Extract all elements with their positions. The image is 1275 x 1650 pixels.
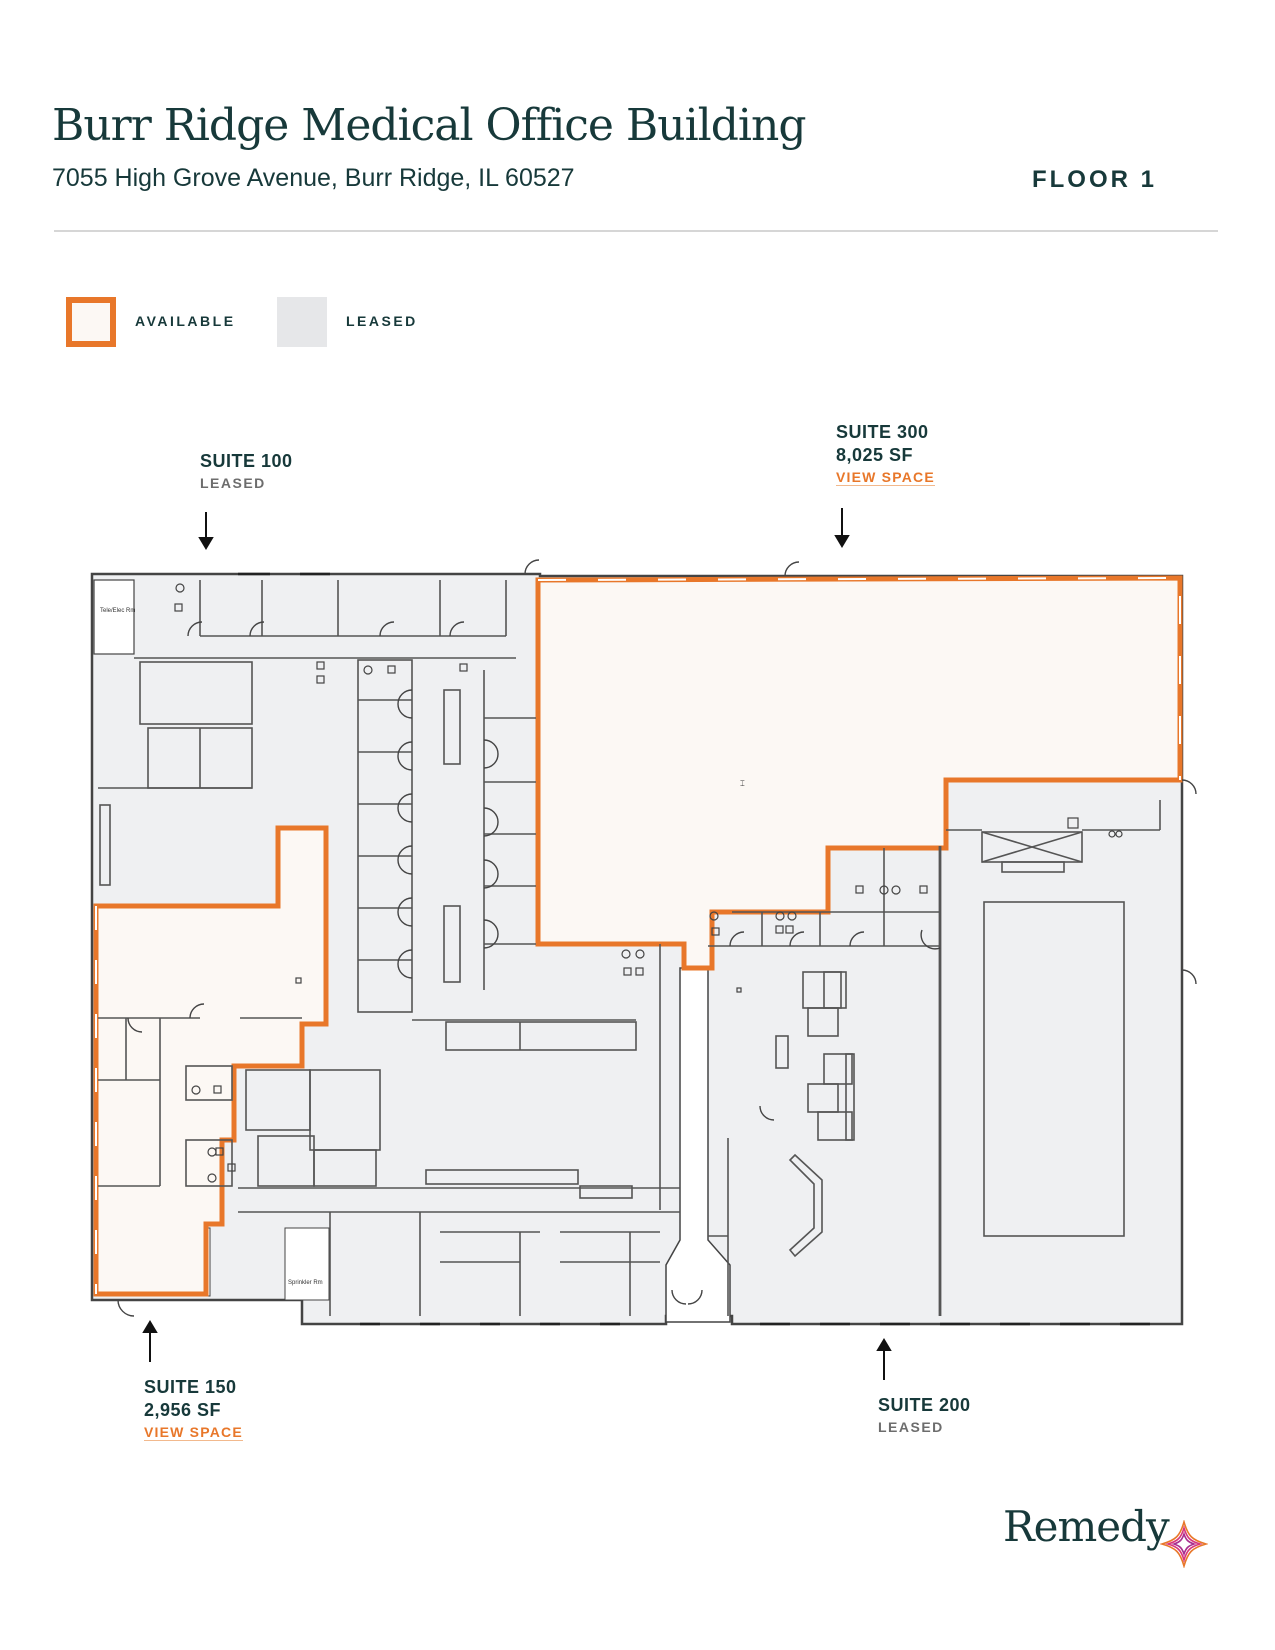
suite-100-status: LEASED <box>200 475 266 491</box>
legend-available-label: AVAILABLE <box>135 313 236 329</box>
suite-300-view-space-link[interactable]: VIEW SPACE <box>836 469 935 486</box>
suite-300-name: SUITE 300 <box>836 422 929 442</box>
suite-150-view-space-link[interactable]: VIEW SPACE <box>144 1424 243 1441</box>
suite-300-callout: SUITE 300 8,025 SF VIEW SPACE <box>836 421 935 487</box>
suite-100-name: SUITE 100 <box>200 451 293 471</box>
brand-logo-icon <box>1160 1520 1208 1568</box>
brand-logo-text: Remedy <box>1003 1502 1170 1551</box>
restroom-fixtures <box>174 583 1123 1183</box>
floor-label: FLOOR 1 <box>1031 166 1157 193</box>
header-divider <box>54 230 1218 232</box>
arrow-down-icon <box>834 535 850 548</box>
interior-walls <box>98 580 1161 1316</box>
suite-200-callout: SUITE 200 LEASED <box>878 1394 971 1435</box>
suite-100-callout: SUITE 100 LEASED <box>200 450 293 491</box>
legend-leased-label: LEASED <box>346 313 418 329</box>
tele-elec-label: Tele/Elec Rm <box>100 608 135 614</box>
suite-150-name: SUITE 150 <box>144 1377 237 1397</box>
center-marker: ⌶ <box>740 779 745 788</box>
building-address: 7055 High Grove Avenue, Burr Ridge, IL 6… <box>52 164 575 192</box>
suite-150-area: 2,956 SF <box>144 1400 222 1420</box>
suite-200-status: LEASED <box>878 1419 944 1435</box>
page-title: Burr Ridge Medical Office Building <box>52 100 806 151</box>
legend-leased-swatch <box>277 297 327 347</box>
sprinkler-label: Sprinkler Rm <box>288 1280 323 1286</box>
suite-300-area: 8,025 SF <box>836 445 914 465</box>
arrow-down-icon <box>198 537 214 550</box>
suite-arrows <box>142 508 892 1380</box>
suite-200-name: SUITE 200 <box>878 1395 971 1415</box>
arrow-up-icon <box>142 1320 158 1333</box>
door-swings <box>117 559 1197 1317</box>
arrow-up-icon <box>876 1338 892 1351</box>
suite-150-callout: SUITE 150 2,956 SF VIEW SPACE <box>144 1376 243 1442</box>
suite-150-area <box>93 825 329 1297</box>
window-ticks <box>238 572 1150 1326</box>
legend-available-swatch <box>66 297 116 347</box>
